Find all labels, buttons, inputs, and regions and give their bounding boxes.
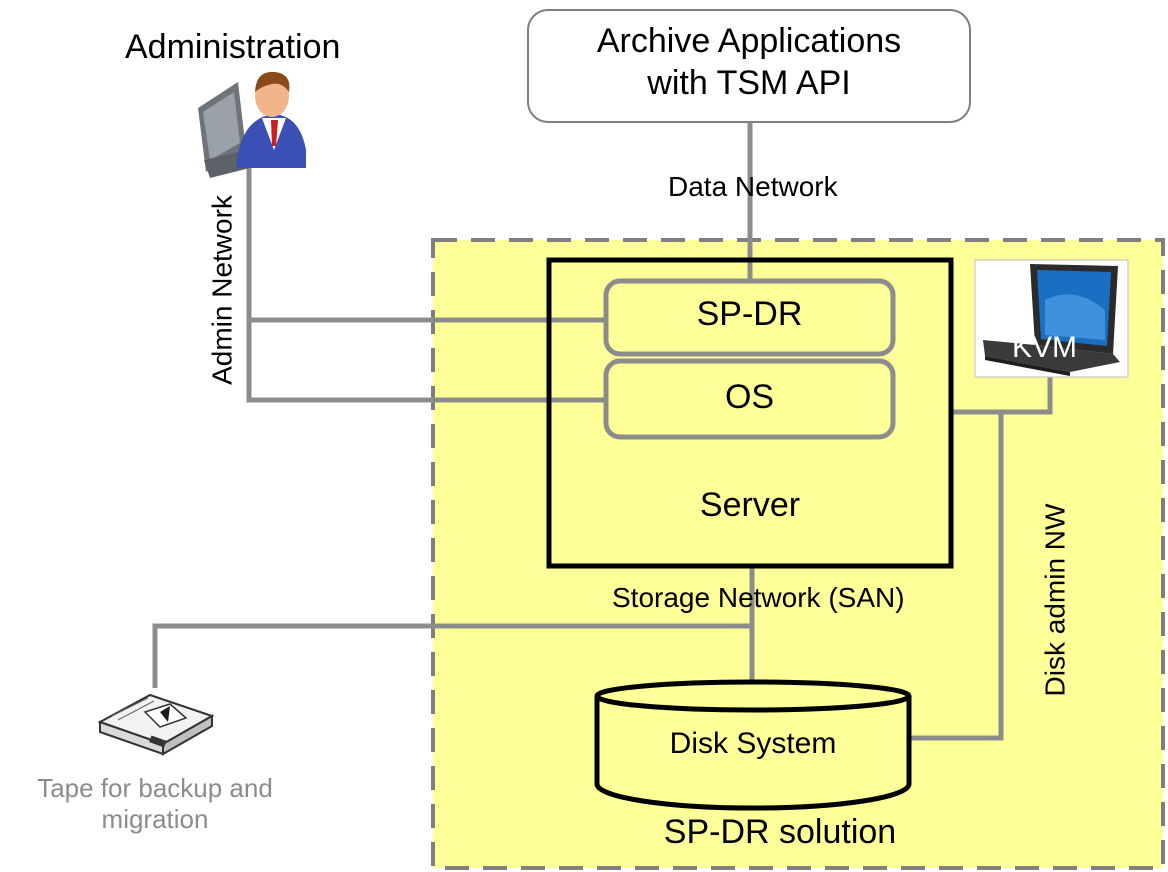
archive-applications-label: Archive Applications with TSM API [528, 22, 970, 102]
administrator-person-icon [198, 71, 306, 178]
kvm-label: KVM [1012, 331, 1078, 364]
solution-label: SP-DR solution [663, 813, 897, 851]
kvm-line [952, 372, 1053, 415]
sp-dr-label: SP-DR [696, 295, 803, 333]
administration-label: Administration [125, 28, 341, 66]
server-box [546, 257, 954, 569]
tape-line [152, 623, 752, 688]
server-label: Server [699, 486, 801, 524]
disk-admin-label: Disk admin NW [1039, 503, 1071, 697]
disk-system-top [594, 679, 912, 713]
archive-line-2: with TSM API [647, 63, 851, 102]
storage-network-label: Storage Network (SAN) [612, 582, 905, 613]
kvm-console-icon [974, 259, 1129, 378]
admin-network-line-os [246, 167, 606, 403]
sp-dr-box [603, 278, 896, 357]
admin-network-label: Admin Network [206, 195, 238, 385]
tape-line-2: migration [101, 804, 209, 835]
disk-admin-line [908, 412, 1004, 741]
tape-label: Tape for backup and migration [0, 773, 310, 835]
tape-cartridge-icon [97, 693, 215, 756]
archive-line-1: Archive Applications [596, 22, 902, 60]
os-label: OS [724, 378, 775, 416]
disk-system-cylinder [594, 696, 912, 811]
os-box [603, 358, 896, 440]
tape-line-1: Tape for backup and [37, 773, 273, 803]
data-network-label: Data Network [668, 171, 838, 202]
disk-system-label: Disk System [669, 727, 837, 760]
